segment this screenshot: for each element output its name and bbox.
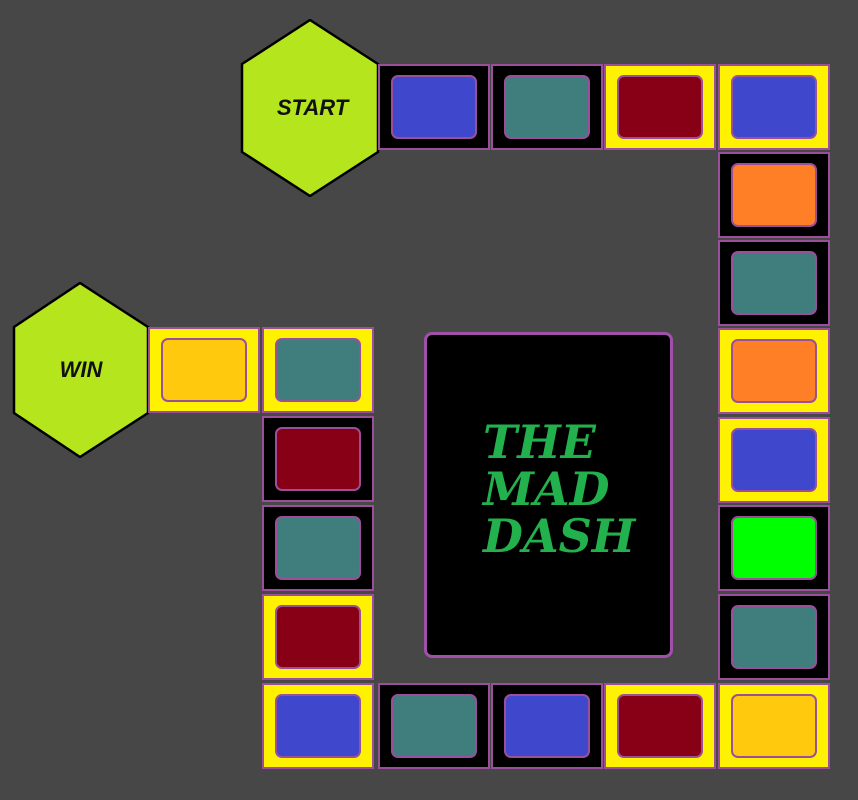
teal-square [731,605,817,669]
board-space-14[interactable] [378,683,490,769]
teal-square [275,516,361,580]
board-space-1[interactable] [378,64,490,150]
blue-square [275,694,361,758]
board-space-17[interactable] [262,505,374,591]
teal-square [504,75,590,139]
board-space-10[interactable] [718,594,830,680]
green-square [731,516,817,580]
board-space-6[interactable] [718,240,830,326]
red-square [275,605,361,669]
board-space-15[interactable] [262,683,374,769]
orange-square [731,339,817,403]
start-space[interactable]: START [240,19,380,197]
orange-square [731,163,817,227]
board-space-2[interactable] [491,64,603,150]
gold-square [161,338,247,402]
red-square [617,75,703,139]
board-space-19[interactable] [262,327,374,413]
title-line-1: THE [483,415,596,469]
red-square [617,694,703,758]
start-label: START [276,95,349,120]
game-title: THE MAD DASH [483,419,635,560]
win-space[interactable]: WIN [12,282,150,458]
teal-square [275,338,361,402]
title-card: THE MAD DASH [424,332,673,658]
board-space-9[interactable] [718,505,830,591]
teal-square [731,251,817,315]
board-space-16[interactable] [262,594,374,680]
blue-square [391,75,477,139]
win-label: WIN [59,357,103,382]
teal-square [391,694,477,758]
board-space-5[interactable] [718,152,830,238]
board-space-8[interactable] [718,417,830,503]
board-space-20[interactable] [148,327,260,413]
board-space-18[interactable] [262,416,374,502]
board-space-3[interactable] [604,64,716,150]
blue-square [731,428,817,492]
red-square [275,427,361,491]
board-space-7[interactable] [718,328,830,414]
board-space-13[interactable] [491,683,603,769]
title-line-2: MAD [483,462,610,516]
blue-square [731,75,817,139]
board-space-11[interactable] [718,683,830,769]
board-space-12[interactable] [604,683,716,769]
blue-square [504,694,590,758]
title-line-3: DASH [483,509,636,563]
gold-square [731,694,817,758]
board-space-4[interactable] [718,64,830,150]
